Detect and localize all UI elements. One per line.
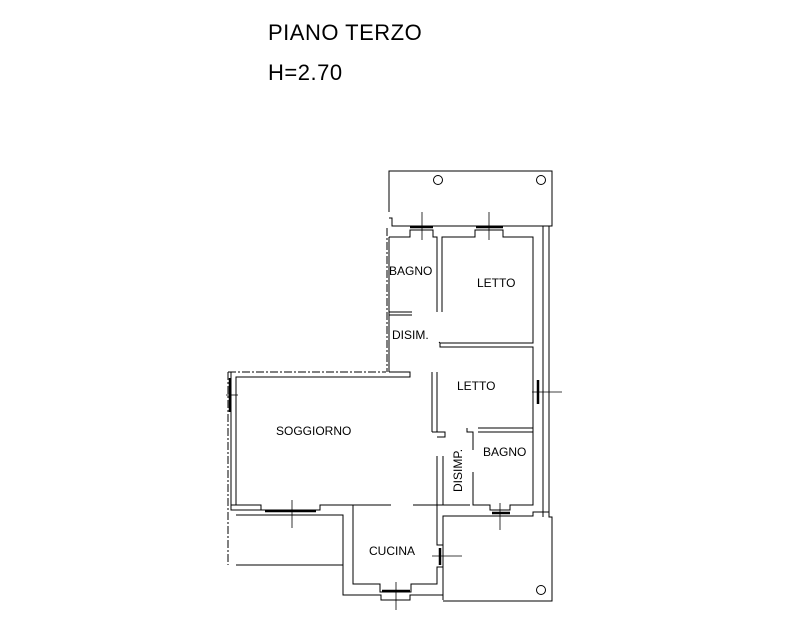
room-label-letto: LETTO: [457, 379, 495, 393]
room-label-soggiorno: SOGGIORNO: [276, 424, 351, 438]
column-icon: [536, 585, 546, 595]
exterior-walls: [227, 226, 553, 602]
room-labels: BAGNO LETTO DISIM. LETTO SOGGIORNO DISIM…: [276, 264, 526, 558]
window-crosshairs: [226, 212, 562, 610]
floor-title: PIANO TERZO: [268, 20, 423, 45]
column-icon: [433, 175, 443, 185]
top-balcony: [388, 170, 553, 227]
room-label-cucina: CUCINA: [369, 544, 415, 558]
ceiling-height: H=2.70: [268, 60, 343, 85]
room-label-disim: DISIM.: [392, 328, 429, 342]
room-label-bagno: BAGNO: [483, 445, 526, 459]
column-icon: [536, 175, 546, 185]
room-label-bagno: BAGNO: [389, 264, 432, 278]
room-label-disimp: DISIMP.: [451, 449, 465, 492]
room-label-letto: LETTO: [477, 276, 515, 290]
